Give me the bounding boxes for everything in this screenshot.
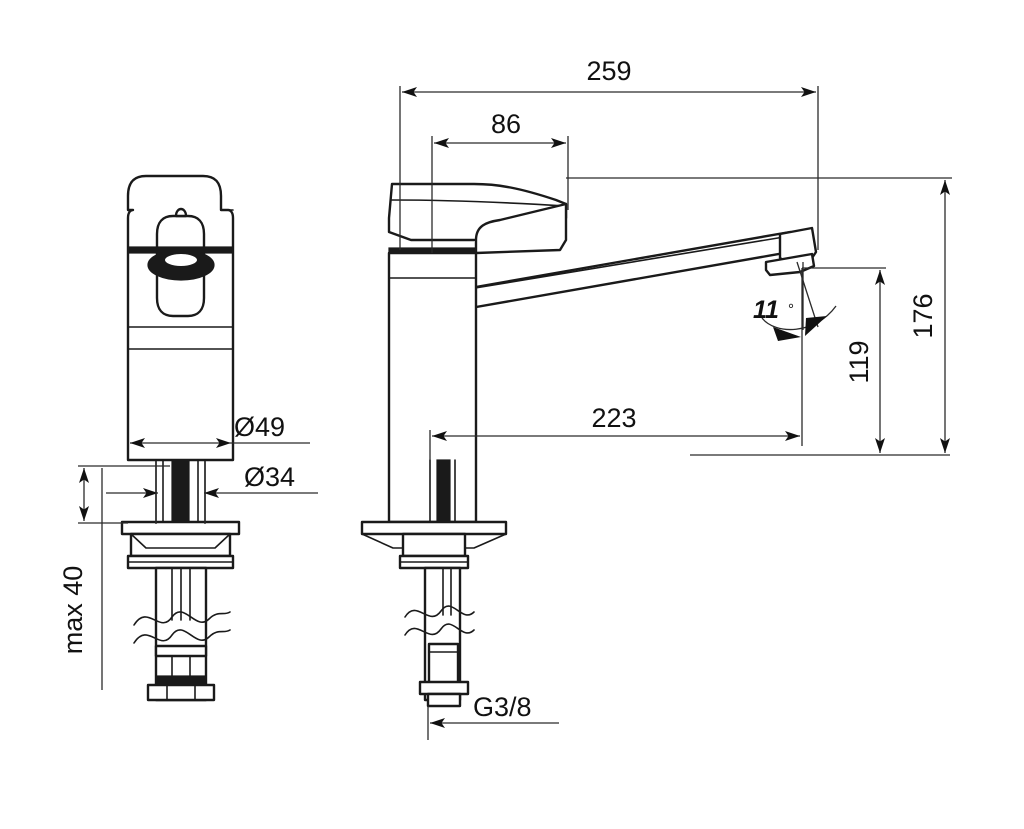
dimension-label-86: 86 — [491, 109, 521, 139]
front-nut-fill — [155, 675, 207, 686]
angle-ref-line-sloped — [796, 261, 819, 328]
dimension-label-119: 119 — [844, 340, 874, 383]
side-break-line-top — [404, 605, 475, 618]
front-lower-nut-band — [154, 644, 208, 658]
dimension-label-11: 11 — [753, 296, 779, 324]
dimension-223: 223 — [429, 268, 803, 460]
dimension-259: 259 — [399, 56, 819, 250]
side-lever-top-edge — [391, 199, 567, 207]
side-neck-housing — [474, 202, 568, 255]
dimension-label-176: 176 — [908, 293, 938, 338]
dimension-label-259: 259 — [586, 56, 631, 86]
front-deck-plate — [120, 520, 241, 536]
front-handle-nub — [174, 207, 188, 218]
angle-arrow-right — [805, 316, 827, 336]
angle-arrow-left — [773, 327, 801, 341]
dimension-angle-11: 11 ° — [753, 261, 837, 341]
dimension-86: 86 — [431, 109, 569, 253]
angle-arc-11 — [761, 305, 837, 331]
side-washer-block — [401, 532, 467, 558]
side-lower-rod — [427, 642, 460, 686]
dimension-label-34: Ø34 — [244, 462, 295, 492]
dimension-diameter-49: Ø49 — [130, 412, 310, 448]
front-shank-core — [171, 459, 190, 523]
front-bottom-nut — [146, 683, 216, 702]
dimension-thread-g38: G3/8 — [427, 692, 559, 740]
side-break-line-bottom — [404, 623, 475, 636]
degree-symbol: ° — [788, 301, 794, 318]
dimension-label-49: Ø49 — [234, 412, 285, 442]
front-break-line-top — [133, 611, 231, 626]
side-hex-nut — [418, 680, 470, 696]
front-handle-knob-inner — [163, 252, 199, 268]
dimension-119: 119 — [690, 267, 950, 456]
dimension-label-max40: max 40 — [58, 566, 88, 655]
side-view-group — [360, 182, 818, 708]
dimension-max-40: max 40 — [58, 465, 170, 690]
side-spout-arm-seam — [462, 235, 791, 291]
front-washer-block — [129, 532, 232, 558]
dimension-176: 176 — [566, 177, 952, 453]
side-deck-plate — [360, 520, 508, 536]
front-washer-chamfer — [130, 533, 231, 549]
side-thread-end — [426, 692, 462, 708]
side-body-column — [387, 251, 478, 524]
front-view-group — [120, 174, 241, 702]
dimension-label-g38: G3/8 — [473, 692, 532, 722]
side-shank-core — [436, 459, 451, 523]
dimension-diameter-34: Ø34 — [106, 462, 318, 524]
front-break-line-bottom — [133, 629, 231, 644]
dimension-label-223: 223 — [591, 403, 636, 433]
